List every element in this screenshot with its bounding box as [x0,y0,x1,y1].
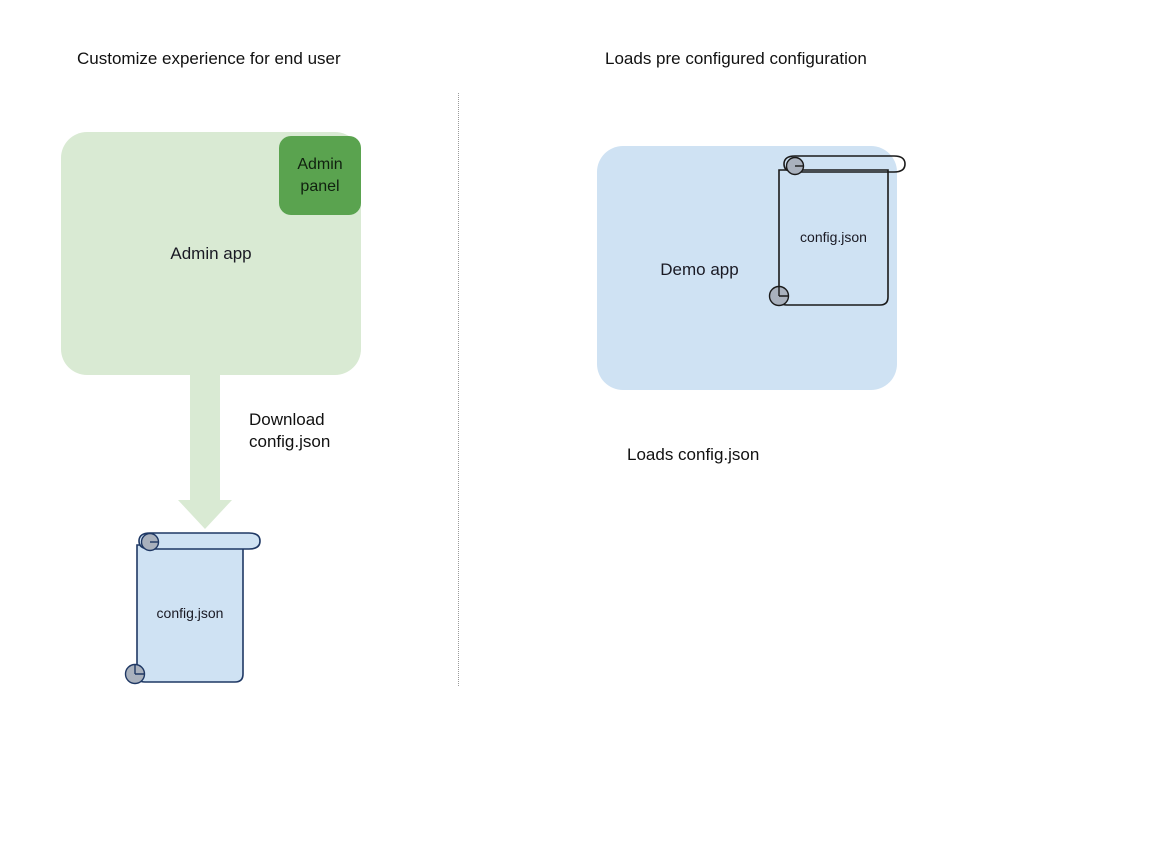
admin-app-label: Admin app [170,244,252,263]
right-panel-title: Loads pre configured configuration [605,49,867,68]
document-bottom-curl-line [134,664,145,675]
document-bottom-curl [124,663,146,685]
download-arrow-label-line1: Download [249,410,325,429]
download-arrow-label-line2: config.json [249,432,331,451]
loads-config-caption: Loads config.json [627,445,760,464]
config-json-label-left: config.json [156,605,224,621]
document-top-curl [140,532,160,552]
demo-app-label: Demo app [660,260,739,279]
panel-divider [458,93,459,686]
admin-panel-label-line1: Admin [297,156,343,173]
admin-panel-box[interactable] [279,136,361,215]
download-arrow-icon [178,360,232,529]
admin-panel-label-line2: panel [300,178,340,195]
left-panel-title: Customize experience for end user [77,49,341,68]
document-top-roll [138,532,261,550]
config-json-label-right: config.json [800,229,867,245]
